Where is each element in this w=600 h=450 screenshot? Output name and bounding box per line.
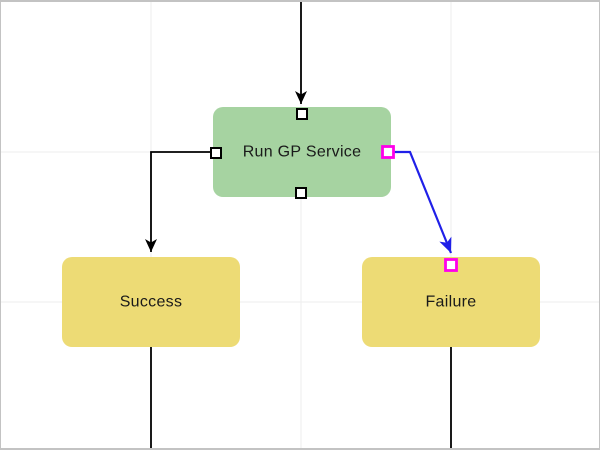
port-run-gp-top[interactable] [296,108,308,120]
port-failure-top-selected[interactable] [444,258,458,272]
node-success[interactable]: Success [62,257,240,347]
port-run-gp-left[interactable] [210,147,222,159]
node-run-gp-service[interactable]: Run GP Service [213,107,391,197]
node-shape[interactable] [362,257,540,347]
node-failure[interactable]: Failure [362,257,540,347]
edge-run-gp-to-success[interactable] [145,151,213,252]
edges [145,2,453,448]
node-label: Run GP Service [243,144,362,161]
port-run-gp-bottom[interactable] [295,187,307,199]
edge-run-gp-to-failure-selected[interactable] [394,150,453,254]
port-run-gp-right-selected[interactable] [381,145,395,159]
node-shape[interactable] [213,107,391,197]
ports [210,108,458,272]
node-label: Success [120,294,183,311]
node-shape[interactable] [62,257,240,347]
node-label: Failure [425,294,476,311]
